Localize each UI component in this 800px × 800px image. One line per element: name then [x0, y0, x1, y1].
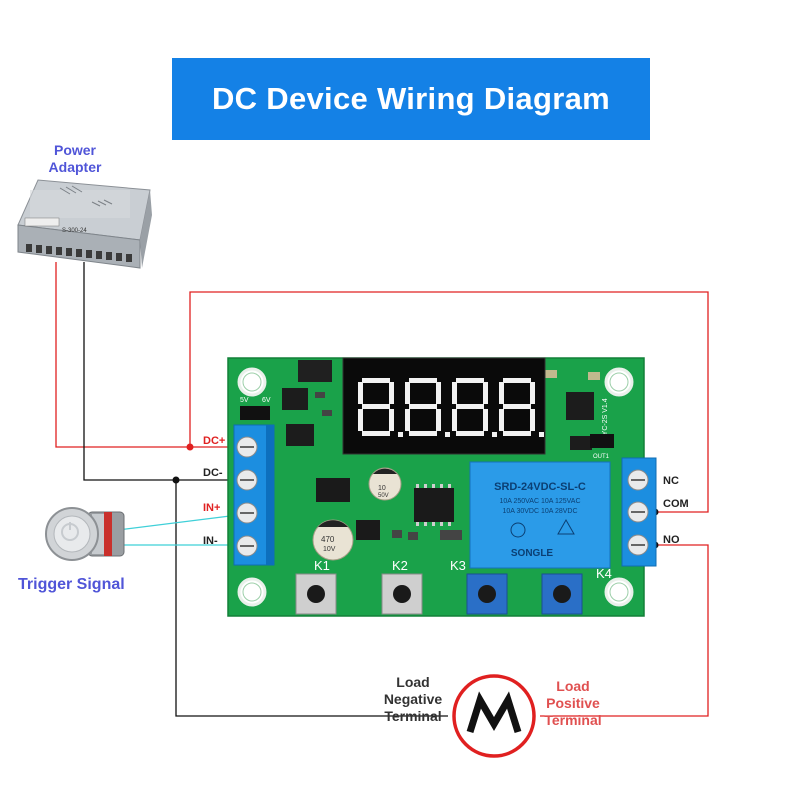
svg-text:SONGLE: SONGLE — [511, 548, 554, 559]
trigger-signal-label: Trigger Signal — [18, 576, 125, 593]
led-label: OUT1 — [593, 454, 610, 460]
load-motor — [452, 674, 536, 758]
relay-model-text: SRD-24VDC-SL-C — [494, 481, 586, 493]
label-in-minus: IN- — [203, 535, 218, 547]
button-label-k1: K1 — [314, 558, 330, 573]
load-negative-label: Load Negative Terminal — [383, 674, 443, 724]
trigger-button — [45, 507, 125, 561]
svg-text:10: 10 — [378, 485, 386, 492]
label-nc: NC — [663, 475, 679, 487]
svg-text:10A 30VDC 10A 28VDC: 10A 30VDC 10A 28VDC — [502, 508, 577, 515]
wire-dc-plus — [55, 262, 254, 448]
relay — [469, 461, 611, 569]
board-id: YYC-2S V1.4 — [602, 398, 609, 440]
jumper-label-5v: 5V — [240, 397, 249, 404]
page-title: DC Device Wiring Diagram — [212, 81, 610, 116]
adapter-model-text: S-300-24 — [62, 228, 87, 234]
load-positive-label: Load Positive Terminal — [544, 678, 602, 728]
label-dc-minus: DC- — [203, 467, 223, 479]
label-no: NO — [663, 534, 680, 546]
pcb-board: 5V 6V 10 50V 470 10V — [227, 357, 657, 617]
svg-text:50V: 50V — [378, 493, 389, 499]
button-label-k3: K3 — [450, 558, 466, 573]
wire-no-to-load — [540, 544, 709, 717]
label-in-plus: IN+ — [203, 502, 221, 514]
button-label-k2: K2 — [392, 558, 408, 573]
wire-dc-minus — [83, 262, 254, 481]
title-banner: DC Device Wiring Diagram — [172, 58, 650, 140]
label-com: COM — [663, 498, 689, 510]
svg-text:10A 250VAC 10A 125VAC: 10A 250VAC 10A 125VAC — [499, 498, 580, 505]
button-label-k4: K4 — [596, 566, 612, 581]
wire-dc-minus-to-load — [175, 480, 448, 717]
power-adapter-label: Power Adapter — [48, 142, 102, 175]
push-buttons — [295, 573, 583, 615]
jumper-label-6v: 6V — [262, 397, 271, 404]
wire-dc-plus-to-com — [189, 291, 709, 513]
seven-segment-display — [358, 378, 544, 437]
input-screws — [236, 436, 258, 557]
power-adapter: S-300-24 — [17, 179, 152, 269]
label-dc-plus: DC+ — [203, 435, 226, 447]
svg-text:10V: 10V — [323, 546, 336, 553]
svg-text:470: 470 — [321, 535, 335, 544]
